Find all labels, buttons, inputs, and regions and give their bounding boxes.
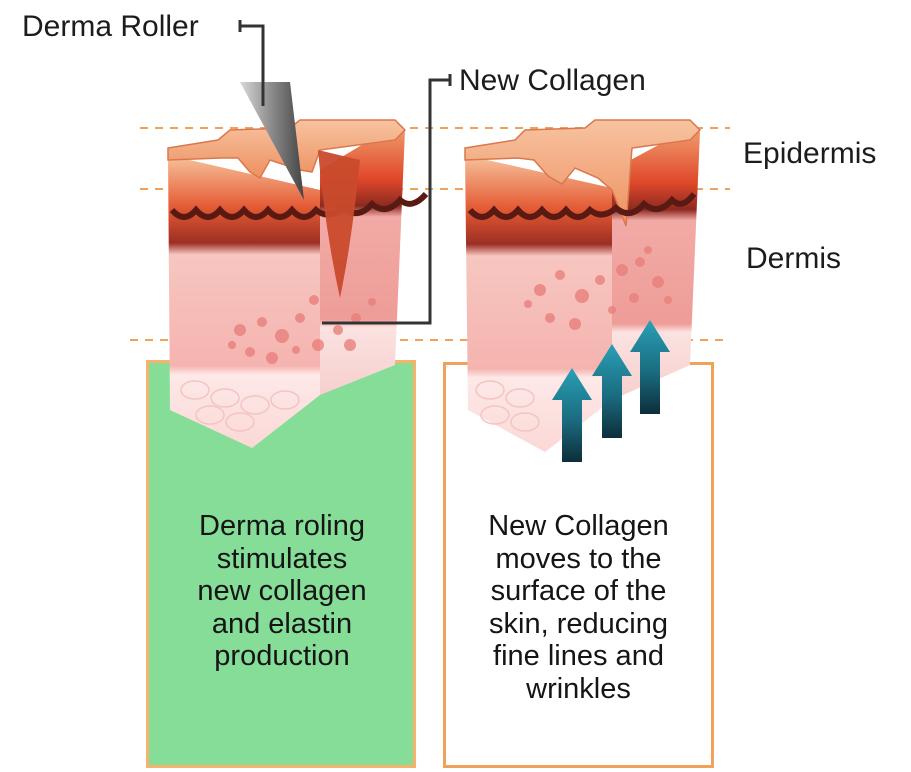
left-caption-panel [146, 360, 416, 768]
micro-channel-left [318, 150, 360, 298]
basal-layer-right [467, 192, 697, 220]
up-arrow-icon [630, 320, 670, 414]
left-caption-line: new collagen [197, 575, 367, 607]
right-caption-line: New Collagen [488, 510, 669, 542]
skin-block-right-side [612, 128, 700, 400]
right-caption-line: skin, reducing [489, 607, 668, 640]
left-caption-line: production [214, 640, 350, 672]
derma-roller-leader [240, 24, 265, 106]
right-caption-text: New Collagen moves to the surface of the… [446, 510, 711, 705]
up-arrow-icon [592, 344, 632, 438]
left-caption-line: stimulates [216, 542, 348, 575]
left-caption-text: Derma roling stimulates new collagen and… [150, 510, 414, 673]
derma-roller-label: Derma Roller [22, 10, 199, 43]
skin-block-right [464, 119, 702, 452]
skin-block-right-top [464, 119, 702, 227]
collagen-arrows [552, 320, 670, 462]
right-caption-line: surface of the [490, 575, 667, 607]
right-caption-line: wrinkles [526, 672, 631, 705]
collagen-dots-left [228, 295, 376, 364]
collagen-dots-right [524, 246, 672, 330]
epidermis-label: Epidermis [743, 137, 877, 170]
leader-lines [238, 20, 452, 325]
skin-block-left-front [168, 155, 320, 448]
basal-layer-left [169, 191, 429, 220]
needle-cone-icon [240, 82, 304, 200]
dermis-label: Dermis [746, 242, 841, 275]
up-arrow-icon [552, 368, 592, 462]
new-collagen-leader [322, 78, 450, 325]
fat-cells-left [180, 380, 300, 432]
left-caption-line: and elastin [211, 607, 353, 640]
fat-cells-right [475, 380, 540, 432]
left-caption-line: Derma roling [199, 510, 365, 542]
new-collagen-label: New Collagen [459, 64, 646, 97]
right-caption-line: fine lines and [493, 640, 664, 672]
right-caption-line: moves to the [495, 542, 662, 575]
